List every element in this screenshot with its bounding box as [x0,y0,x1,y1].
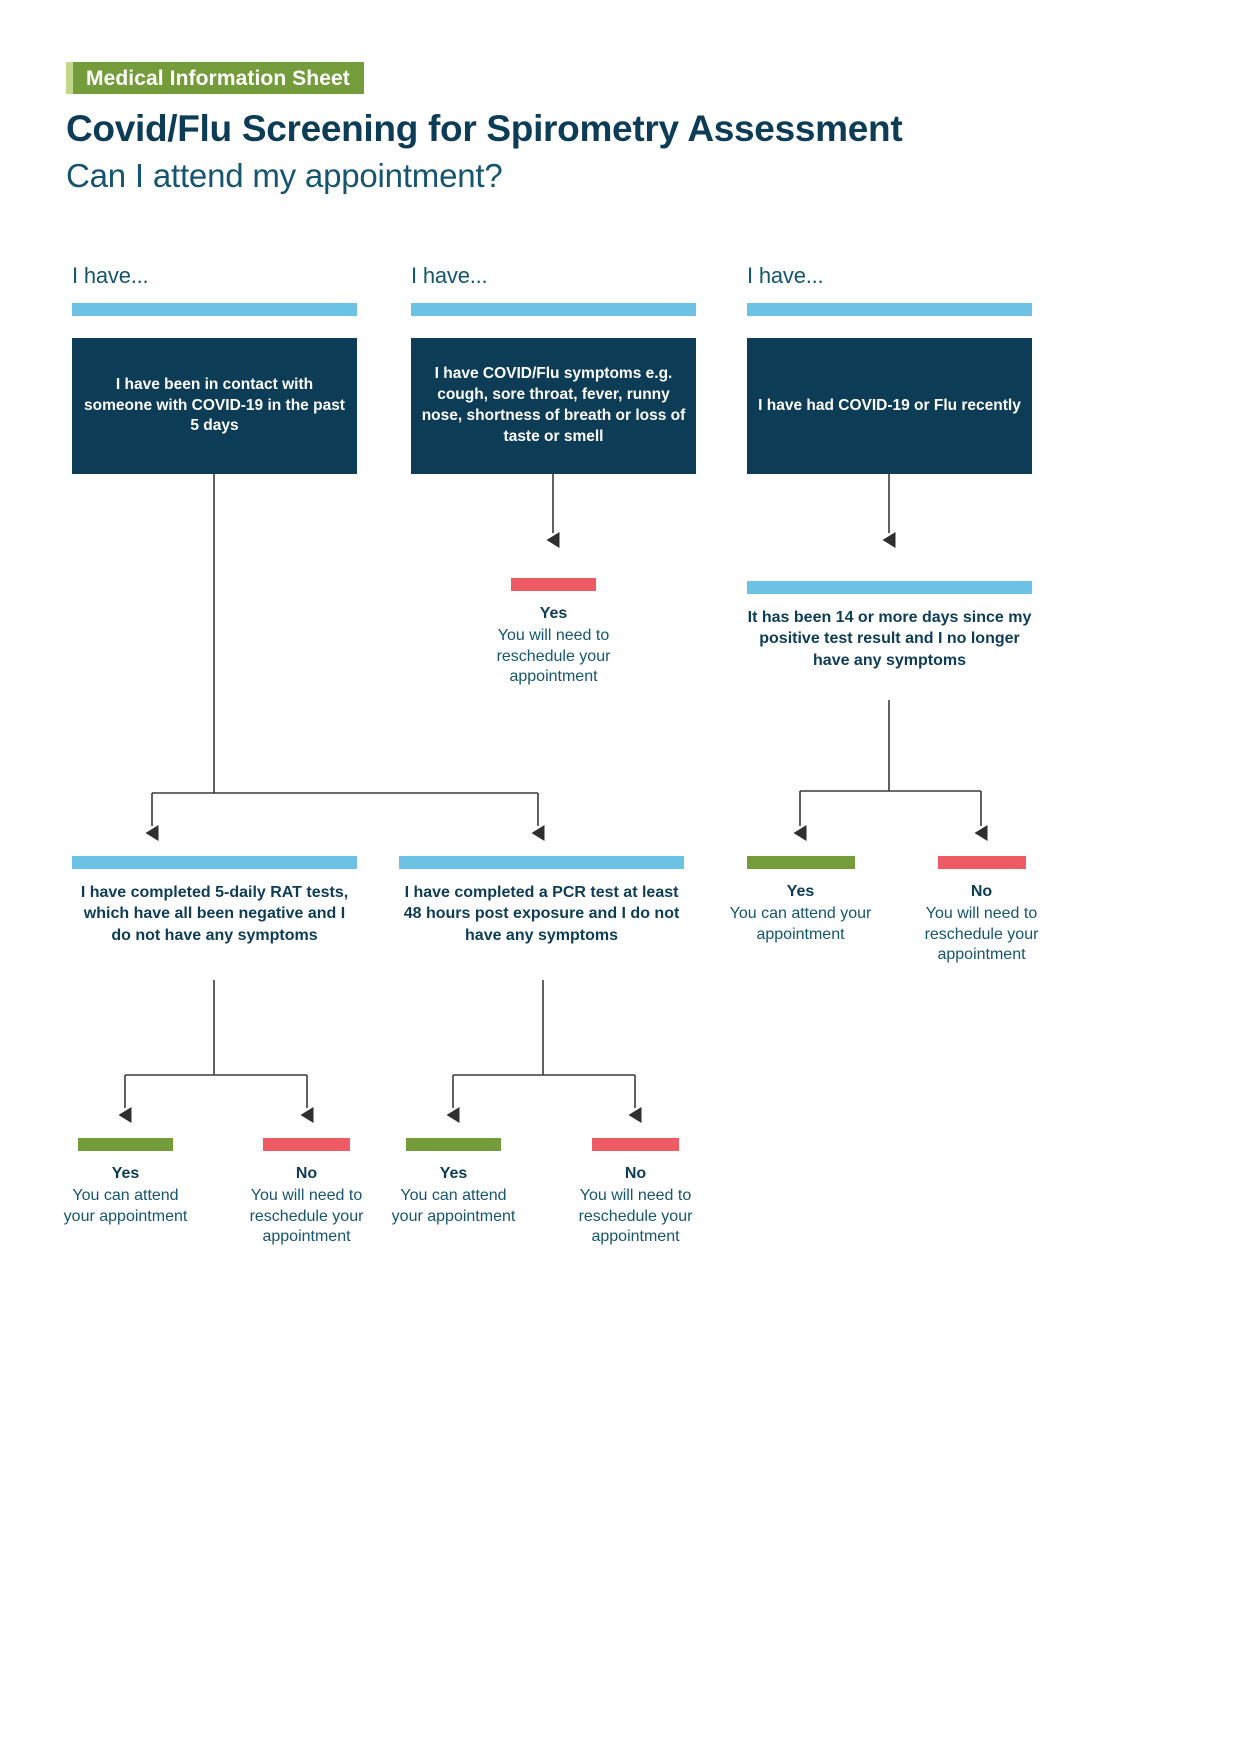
column-2-outcome: Yes You will need to reschedule your app… [466,578,641,688]
outcome-title: No [624,1165,647,1182]
page-subtitle: Can I attend my appointment? [66,156,503,194]
column-1-label: I have... [72,263,149,288]
badge-accent-bar [66,62,73,94]
outcome-body: You will need to reschedule your appoint… [924,904,1039,964]
column-2-accent-bar [411,303,696,316]
column-2-prompt-box: I have COVID/Flu symptoms e.g. cough, so… [411,338,696,474]
column-3-prompt-box: I have had COVID-19 or Flu recently [747,338,1032,474]
outcome-bar-green [406,1138,501,1151]
statement-text: I have completed 5-daily RAT tests, whic… [80,884,349,944]
statement-text: I have completed a PCR test at least 48 … [403,884,680,944]
statement-bar-blue [747,581,1032,594]
statement-text: It has been 14 or more days since my pos… [747,609,1032,669]
branch-statement-rat: I have completed 5-daily RAT tests, whic… [72,856,357,946]
column-3-accent-bar [747,303,1032,316]
column-3-label: I have... [747,263,824,288]
outcome-pcr-yes: Yes You can attend your appointment [384,1138,523,1227]
outcome-title: Yes [439,1165,468,1182]
column-1-prompt-box: I have been in contact with someone with… [72,338,357,474]
badge-row: Medical Information Sheet [66,62,1106,94]
outcome-body: You can attend your appointment [391,1186,516,1225]
column-2-label: I have... [411,263,488,288]
statement-bar-blue [399,856,684,869]
outcome-bar-red [937,856,1026,869]
outcome-bar-red [511,578,596,591]
outcome-bar-red [592,1138,679,1151]
outcome-bar-green [78,1138,173,1151]
column-3-statement: It has been 14 or more days since my pos… [747,581,1032,671]
outcome-body: You will need to reschedule your appoint… [249,1186,364,1246]
outcome-rat-no: No You will need to reschedule your appo… [222,1138,391,1248]
document-kind-badge: Medical Information Sheet [73,62,364,94]
outcome-title: Yes [111,1165,140,1182]
column-1-accent-bar [72,303,357,316]
outcome-title: No [295,1165,318,1182]
page-title: Covid/Flu Screening for Spirometry Asses… [66,108,903,149]
outcome-rat-yes: Yes You can attend your appointment [56,1138,195,1227]
page-header: Medical Information Sheet Covid/Flu Scre… [66,62,1106,194]
outcome-title: Yes [786,883,815,900]
outcome-pcr-no: No You will need to reschedule your appo… [551,1138,720,1248]
outcome-bar-green [746,856,855,869]
outcome-body: You will need to reschedule your appoint… [496,626,611,686]
column-3-outcome-yes: Yes You can attend your appointment [716,856,885,945]
outcome-bar-red [263,1138,350,1151]
outcome-title: No [970,883,993,900]
outcome-body: You can attend your appointment [729,904,872,943]
column-3-outcome-no: No You will need to reschedule your appo… [897,856,1066,966]
outcome-title: Yes [539,605,568,622]
branch-statement-pcr: I have completed a PCR test at least 48 … [399,856,684,946]
statement-bar-blue [72,856,357,869]
outcome-body: You will need to reschedule your appoint… [578,1186,693,1246]
outcome-body: You can attend your appointment [63,1186,188,1225]
